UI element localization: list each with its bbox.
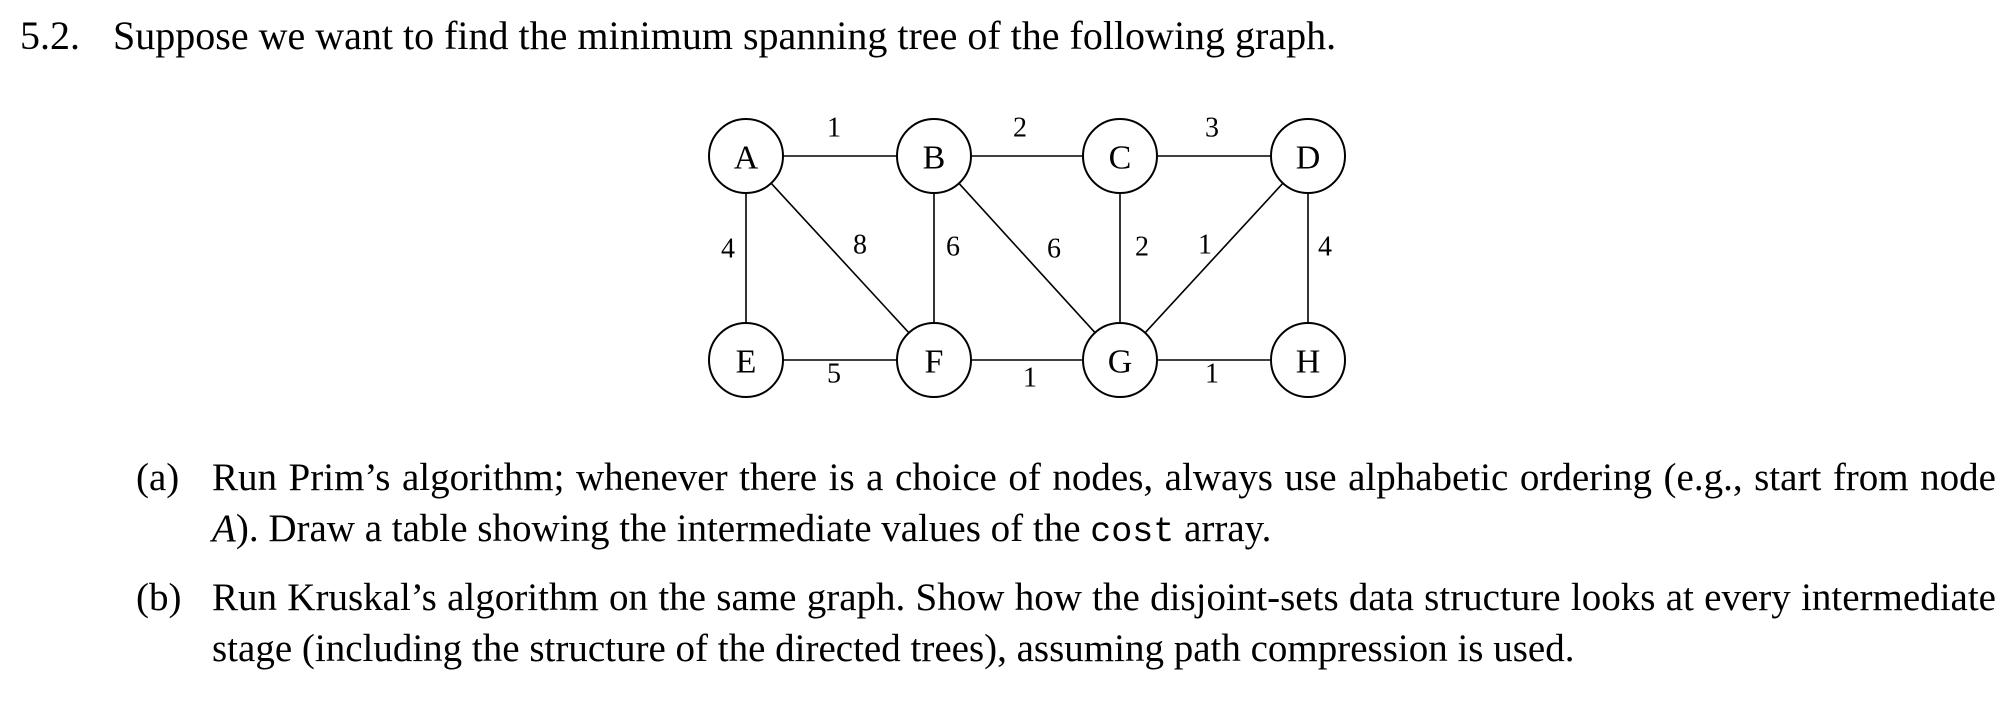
node-f: F: [896, 322, 972, 398]
node-circle: [708, 118, 784, 194]
node-circle: [896, 118, 972, 194]
node-d: D: [1270, 118, 1346, 194]
node-label-e: E: [736, 344, 757, 381]
node-label-a: A: [734, 140, 759, 177]
edge-weight-d-h: 4: [1318, 232, 1332, 263]
edge-a-f: [770, 182, 910, 334]
node-label-d: D: [1296, 140, 1321, 177]
part-a-start-node: A: [212, 507, 236, 550]
part-a: (a) Run Prim’s algorithm; whenever there…: [136, 452, 1996, 558]
node-a: A: [708, 118, 784, 194]
problem-statement: Suppose we want to find the minimum span…: [113, 13, 1337, 58]
part-a-cost-code: cost: [1090, 512, 1175, 552]
edge-weight-f-g: 1: [1023, 363, 1037, 394]
edge-weight-b-g: 6: [1047, 234, 1061, 265]
edge-weight-a-e: 4: [721, 234, 735, 265]
node-c: C: [1082, 118, 1158, 194]
node-label-h: H: [1296, 344, 1321, 381]
node-label-b: B: [923, 140, 946, 177]
edge-weight-a-f: 8: [853, 230, 867, 261]
node-circle: [896, 322, 972, 398]
edge-g-d: [1144, 182, 1284, 334]
edge-weight-b-f: 6: [946, 232, 960, 263]
graph-edges: [745, 155, 1309, 361]
node-label-g: G: [1108, 344, 1133, 381]
edge-weight-c-d: 3: [1205, 113, 1219, 144]
graph-nodes: A B C D E F G H: [708, 118, 1346, 398]
edge-weight-a-b: 1: [827, 113, 841, 144]
node-circle: [1270, 322, 1346, 398]
node-g: G: [1082, 322, 1158, 398]
part-b: (b) Run Kruskal’s algorithm on the same …: [136, 572, 1996, 674]
node-circle: [1082, 322, 1158, 398]
problem-parts: (a) Run Prim’s algorithm; whenever there…: [136, 452, 1996, 688]
node-circle: [708, 322, 784, 398]
graph-figure: 1 2 3 4 8 6 6 2 1 4 5 1 1 A B C D E F G H: [708, 113, 1346, 398]
problem-number: 5.2.: [20, 13, 80, 58]
node-label-f: F: [925, 344, 944, 381]
part-b-text: Run Kruskal’s algorithm on the same grap…: [212, 576, 1996, 670]
part-a-text-1: Run Prim’s algorithm; whenever there is …: [212, 456, 1996, 499]
graph-edge-weights: 1 2 3 4 8 6 6 2 1 4 5 1 1: [721, 113, 1332, 394]
edge-weight-g-h: 1: [1205, 359, 1219, 390]
part-a-tag: (a): [136, 456, 180, 499]
node-circle: [1082, 118, 1158, 194]
node-circle: [1270, 118, 1346, 194]
edge-weight-b-c: 2: [1013, 113, 1027, 144]
edge-b-g: [958, 182, 1096, 334]
part-a-text-3: array.: [1174, 507, 1272, 550]
part-b-tag: (b): [136, 576, 182, 619]
part-a-text: Run Prim’s algorithm; whenever there is …: [212, 452, 1996, 558]
edge-weight-c-g: 2: [1135, 232, 1149, 263]
part-a-text-2: ). Draw a table showing the intermediate…: [235, 507, 1091, 550]
node-b: B: [896, 118, 972, 194]
edge-weight-e-f: 5: [827, 359, 841, 390]
node-h: H: [1270, 322, 1346, 398]
problem-heading: 5.2. Suppose we want to find the minimum …: [20, 10, 1336, 62]
node-label-c: C: [1109, 140, 1132, 177]
edge-weight-g-d: 1: [1198, 230, 1212, 261]
node-e: E: [708, 322, 784, 398]
